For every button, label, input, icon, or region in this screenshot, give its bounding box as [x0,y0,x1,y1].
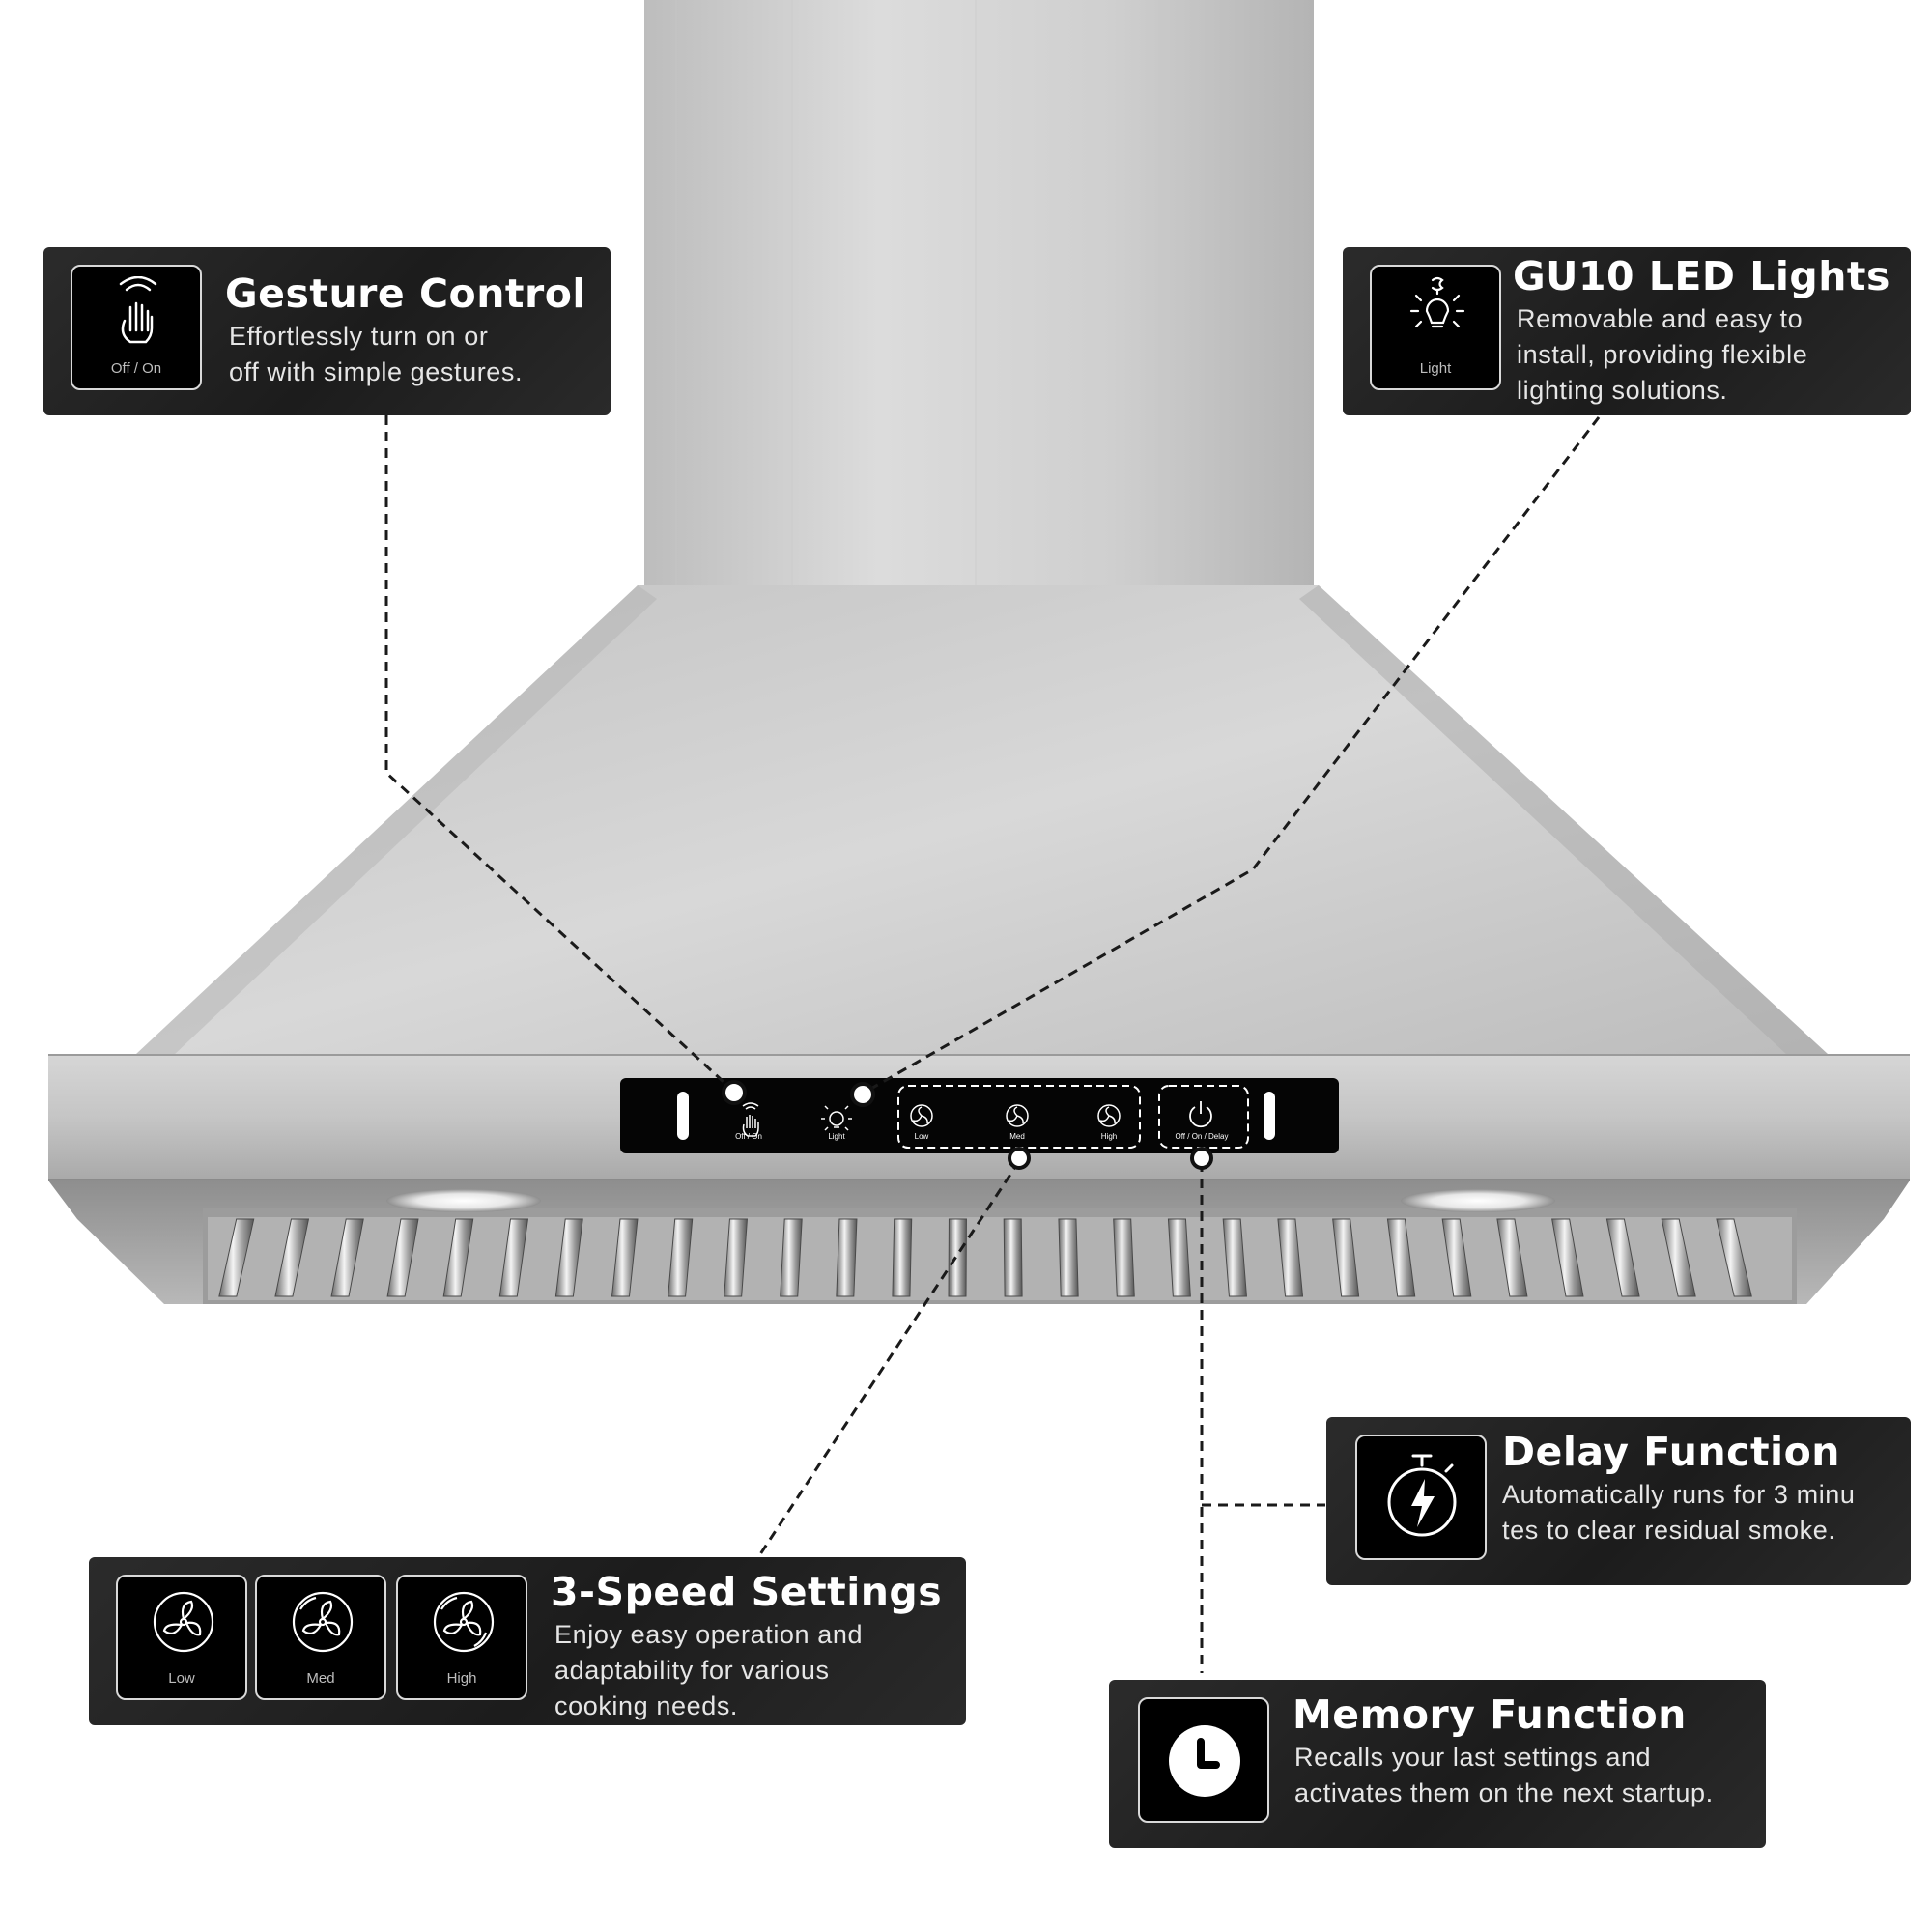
lamp-right [1401,1189,1555,1212]
panel-med-label: Med [1009,1132,1025,1141]
baffle-slat [1277,1218,1304,1297]
lamp-left [386,1189,541,1212]
baffle-slat [274,1218,310,1297]
leader-lights [862,416,1601,1095]
memory-title: Memory Function [1293,1691,1687,1738]
gesture-icon-caption: Off / On [110,360,162,377]
anchor-dots [722,1080,1213,1170]
panel-low-label: Low [914,1132,929,1141]
baffle-slat [668,1218,694,1297]
baffle-slat [780,1218,803,1297]
speed-desc: Enjoy easy operation and adaptability fo… [554,1617,863,1724]
baffle-slat [948,1218,967,1297]
panel-gesture-label: Off / On [735,1132,762,1141]
panel-power-icon [1189,1101,1212,1128]
gesture-desc-line-1: Effortlessly turn on or [229,322,489,351]
baffle-slat [1716,1218,1752,1297]
panel-fan-high-icon [1097,1104,1121,1127]
hand-wave-icon [119,276,157,344]
baffle-slat [836,1218,858,1297]
light-bulb-icon [1409,276,1465,328]
speed-desc-line-3: cooking needs. [554,1691,739,1720]
delay-title: Delay Function [1502,1429,1840,1475]
speed-med-caption: Med [306,1670,335,1687]
gesture-title: Gesture Control [225,270,586,317]
baffle-slat [1058,1218,1079,1297]
baffle-slat [1496,1218,1528,1297]
callout-gesture-control: Off / On Gesture Control Effortlessly tu… [43,247,611,415]
callout-memory-function: Memory Function Recalls your last settin… [1109,1680,1766,1848]
fan-low-icon [153,1591,214,1653]
speed-desc-line-1: Enjoy easy operation and [554,1620,864,1649]
baffle-slat [724,1218,748,1297]
gesture-desc-line-2: off with simple gestures. [229,357,524,386]
callout-delay-function: Delay Function Automatically runs for 3 … [1326,1417,1911,1585]
baffle-slat [1113,1218,1135,1297]
baffle-slat [386,1218,419,1297]
gesture-icon-box: Off / On [71,265,202,390]
baffle-slat [1551,1218,1584,1297]
baffle-slat [1167,1218,1191,1297]
panel-high-label: High [1100,1132,1118,1141]
speed-low-box: Low [116,1575,247,1700]
baffle-filters [218,1218,1752,1297]
stopwatch-bolt-icon [1387,1454,1457,1537]
speed-med-box: Med [255,1575,386,1700]
lights-title: GU10 LED Lights [1513,253,1890,299]
callout-led-lights: Light GU10 LED Lights Removable and easy… [1343,247,1911,415]
panel-light-label: Light [828,1132,845,1141]
baffle-slat [330,1218,364,1297]
lights-desc-line-2: install, providing flexible [1517,340,1808,369]
baffle-slat [498,1218,529,1297]
speed-high-caption: High [446,1670,477,1687]
speed-high-box: High [396,1575,527,1700]
delay-desc-line-1: Automatically runs for 3 minu [1502,1480,1856,1509]
delay-desc-line-2: tes to clear residual smoke. [1502,1516,1836,1545]
leader-gesture [384,415,736,1094]
lights-desc-line-3: lighting solutions. [1517,376,1728,405]
panel-hand-icon [742,1102,759,1137]
canopy [135,585,1829,1055]
baffle-slat [1661,1218,1696,1297]
baffle-slat [611,1218,639,1297]
light-icon-caption: Light [1419,360,1452,377]
fan-high-icon [433,1591,495,1653]
lights-desc: Removable and easy to install, providing… [1517,301,1807,409]
gesture-desc: Effortlessly turn on or off with simple … [229,319,523,390]
leader-speed [756,1160,1021,1558]
memory-desc: Recalls your last settings and activates… [1294,1740,1714,1811]
delay-desc: Automatically runs for 3 minu tes to cle… [1502,1477,1856,1548]
chimney [644,0,1314,587]
fan-med-icon [292,1591,354,1653]
clock-icon [1169,1725,1240,1797]
light-icon-box: Light [1370,265,1501,390]
baffle-slat [1605,1218,1640,1297]
panel-fan-low-icon [910,1104,933,1127]
baffle-slat [1386,1218,1416,1297]
baffle-slat [1222,1218,1247,1297]
speed-low-caption: Low [168,1670,195,1687]
memory-icon-box [1138,1697,1269,1823]
baffle-slat [554,1218,583,1297]
baffle-slat [1332,1218,1360,1297]
baffle-slat [1441,1218,1472,1297]
baffle-slat [442,1218,474,1297]
delay-icon-box [1355,1435,1487,1560]
panel-light-icon [821,1105,852,1131]
callout-speed-settings: Low Med [89,1557,966,1725]
panel-fan-med-icon [1006,1104,1029,1127]
baffle-slat [892,1218,913,1297]
lights-desc-line-1: Removable and easy to [1517,304,1804,333]
memory-desc-line-2: activates them on the next startup. [1294,1778,1714,1807]
memory-desc-line-1: Recalls your last settings and [1294,1743,1652,1772]
speed-title: 3-Speed Settings [551,1569,943,1615]
baffle-slat [1003,1218,1023,1297]
baffle-slat [218,1218,255,1297]
speed-desc-line-2: adaptability for various [554,1656,830,1685]
panel-power-label: Off / On / Delay [1175,1132,1229,1141]
